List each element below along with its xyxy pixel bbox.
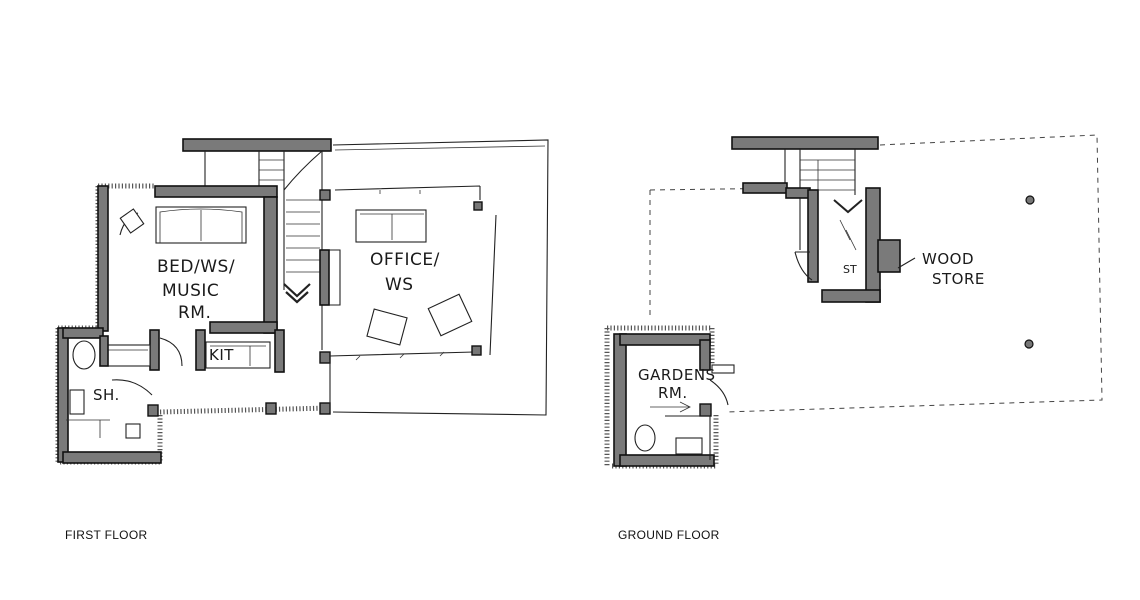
wood-store-wall [877,239,901,273]
room-label-bed: BED/WS/ [157,257,235,277]
caption-ground-floor: GROUND FLOOR [618,528,720,542]
column [1024,339,1034,349]
room-label-kit: KIT [209,346,234,364]
toilet [634,424,656,452]
deck-outline [332,139,549,416]
post [319,189,331,201]
post [147,404,159,417]
room-label-store: ST [843,263,857,276]
bedroom-left-wall [97,185,109,332]
sink [675,437,703,455]
gardens-bottom-wall [619,454,715,467]
toilet [72,340,96,370]
armchair [427,293,473,337]
room-label-wood-store: STORE [932,270,985,288]
shower-top-wall [62,327,104,339]
shower-left-wall [57,327,69,463]
roof-beam-first [182,138,332,152]
room-label-rm: RM. [178,303,211,323]
shower-bottom-wall [62,451,162,464]
sink [69,389,85,415]
bedroom-right-wall [263,196,278,334]
bedroom-top-wall [154,185,278,198]
ground-floor-plan [604,134,1103,469]
room-label-office: OFFICE/ [370,250,440,270]
store-top-wall-2 [785,187,811,199]
gardens-top-wall [619,333,711,346]
bedroom-lower-wall [209,321,278,334]
first-floor-plan [55,138,549,465]
office-sofa [355,209,427,243]
post [319,402,331,415]
post [699,403,712,417]
store-top-wall [742,182,788,194]
bath-right-wall [149,329,160,371]
stove [322,249,341,306]
shower-partition [99,335,109,367]
caption-first-floor: FIRST FLOOR [65,528,147,542]
post [265,402,277,415]
stair-first [204,150,323,304]
shower-tray [125,423,141,439]
gardens-right-wall [699,339,711,371]
kit-right-wall [274,329,285,373]
room-label-gardens: GARDENS [638,366,716,384]
room-label-music: MUSIC [162,281,219,301]
room-label-gardens-rm: RM. [658,384,688,402]
wood-store-leader [897,257,916,269]
bath-fixture [105,344,151,367]
room-label-shower: SH. [93,386,120,404]
gardens-left-wall [613,333,627,467]
kit-left-wall [195,329,206,371]
office-partition [319,249,330,306]
room-label-wood: WOOD [922,250,974,268]
door-bench [711,364,735,374]
armchair [366,308,408,346]
post [319,351,331,364]
store-left-wall [807,189,819,283]
room-label-ws: WS [385,275,414,295]
store-bottom-wall [821,289,881,303]
roof-beam-ground [731,136,879,150]
column [1025,195,1035,205]
